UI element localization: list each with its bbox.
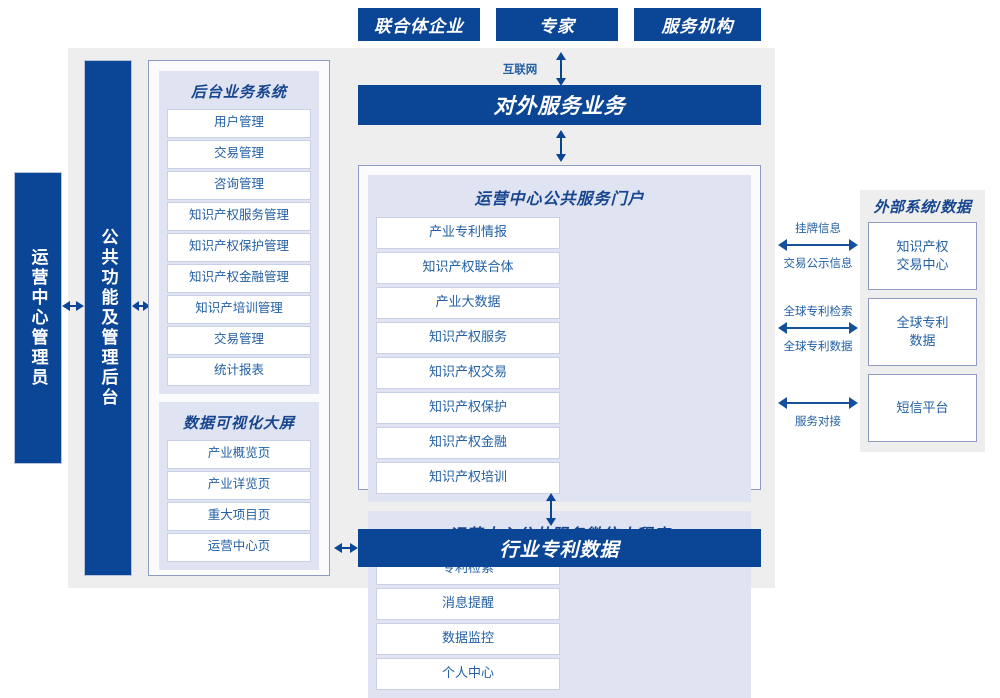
portal-item-ip-consortium[interactable]: 知识产权联合体: [376, 252, 560, 284]
internet-label: 互联网: [502, 64, 538, 76]
connector-label-listing-info: 挂牌信息: [795, 223, 841, 235]
actor-box-service-agency[interactable]: 服务机构: [634, 8, 761, 41]
public-service-panel: 运营中心公共服务门户 产业专利情报 知识产权联合体 产业大数据 知识产权服务 知…: [358, 165, 761, 698]
backend-systems-panel: 后台业务系统 用户管理 交易管理 咨询管理 知识产权服务管理 知识产权保护管理 …: [148, 60, 330, 576]
vertical-bar-public-function-backend[interactable]: 公共功能及管理后台: [84, 60, 132, 576]
backend-item-ip-service-management[interactable]: 知识产权服务管理: [167, 202, 311, 231]
portal-item-ip-protection[interactable]: 知识产权保护: [376, 392, 560, 424]
connector-arrow-sms-platform: [778, 395, 858, 411]
connector-arrow-global-patent-data: [778, 320, 858, 336]
portal-item-industry-big-data[interactable]: 产业大数据: [376, 287, 560, 319]
miniprogram-item-personal-center[interactable]: 个人中心: [376, 658, 560, 690]
portal-item-ip-training[interactable]: 知识产权培训: [376, 462, 560, 494]
data-visualization-group: 数据可视化大屏 产业概览页 产业详览页 重大项目页 运营中心页: [159, 402, 319, 570]
external-box-sms-platform[interactable]: 短信平台: [868, 374, 977, 442]
viz-item-operation-center[interactable]: 运营中心页: [167, 533, 311, 562]
external-box-global-patent-data[interactable]: 全球专利 数据: [868, 298, 977, 366]
external-box-ip-trading-center[interactable]: 知识产权 交易中心: [868, 222, 977, 290]
backend-item-statistics-report[interactable]: 统计报表: [167, 357, 311, 386]
backend-to-patent-data-arrow: [334, 540, 358, 556]
backend-item-transaction-management[interactable]: 交易管理: [167, 140, 311, 169]
portal-item-ip-service[interactable]: 知识产权服务: [376, 322, 560, 354]
backend-item-ip-protection-management[interactable]: 知识产权保护管理: [167, 233, 311, 262]
group-title-public-service-portal: 运营中心公共服务门户: [474, 191, 645, 208]
miniprogram-item-message-reminder[interactable]: 消息提醒: [376, 588, 560, 620]
backend-item-ip-finance-management[interactable]: 知识产权金融管理: [167, 264, 311, 293]
backend-business-system-group: 后台业务系统 用户管理 交易管理 咨询管理 知识产权服务管理 知识产权保护管理 …: [159, 71, 319, 394]
external-systems-panel: 外部系统/数据 知识产权 交易中心 全球专利 数据 短信平台: [860, 190, 985, 452]
external-box-global-patent-data-label: 全球专利 数据: [896, 315, 949, 348]
backend-item-user-management[interactable]: 用户管理: [167, 109, 311, 138]
portal-item-industry-patent-intel[interactable]: 产业专利情报: [376, 217, 560, 249]
connector-label-global-patent-data: 全球专利数据: [783, 341, 853, 353]
backend-item-ip-training-management[interactable]: 知识产培训管理: [167, 295, 311, 324]
viz-item-industry-overview[interactable]: 产业概览页: [167, 440, 311, 469]
actor-box-expert[interactable]: 专家: [496, 8, 618, 41]
internet-arrow: [553, 52, 569, 86]
miniprogram-item-data-monitoring[interactable]: 数据监控: [376, 623, 560, 655]
actor-box-consortium-enterprise[interactable]: 联合体企业: [358, 8, 480, 41]
group-title-backend-business-system: 后台业务系统: [190, 84, 287, 101]
viz-item-industry-detail[interactable]: 产业详览页: [167, 471, 311, 500]
external-box-ip-trading-center-label: 知识产权 交易中心: [896, 239, 949, 272]
portal-to-patent-data-arrow: [543, 493, 559, 526]
backend-to-panel-arrow: [132, 298, 150, 314]
connector-label-global-patent-search: 全球专利检索: [783, 306, 853, 318]
backend-item-consultation-management[interactable]: 咨询管理: [167, 171, 311, 200]
external-box-sms-platform-label: 短信平台: [896, 400, 949, 416]
connector-arrow-ip-trading-center: [778, 237, 858, 253]
public-service-portal-group: 运营中心公共服务门户 产业专利情报 知识产权联合体 产业大数据 知识产权服务 知…: [368, 175, 751, 502]
portal-item-ip-finance[interactable]: 知识产权金融: [376, 427, 560, 459]
external-service-business-bar[interactable]: 对外服务业务: [358, 85, 761, 125]
connector-label-transaction-public-info: 交易公示信息: [783, 258, 853, 270]
vertical-bar-operation-center-admin[interactable]: 运营中心管理员: [14, 172, 62, 464]
backend-item-transaction-management-2[interactable]: 交易管理: [167, 326, 311, 355]
connector-label-service-docking: 服务对接: [795, 416, 841, 428]
service-to-portal-arrow: [553, 130, 569, 162]
portal-item-ip-transaction[interactable]: 知识产权交易: [376, 357, 560, 389]
industry-patent-data-bar[interactable]: 行业专利数据: [358, 529, 761, 567]
external-systems-title: 外部系统/数据: [873, 199, 972, 216]
viz-item-major-projects[interactable]: 重大项目页: [167, 502, 311, 531]
group-title-data-visualization: 数据可视化大屏: [182, 415, 295, 432]
admin-to-backend-arrow: [62, 298, 84, 314]
